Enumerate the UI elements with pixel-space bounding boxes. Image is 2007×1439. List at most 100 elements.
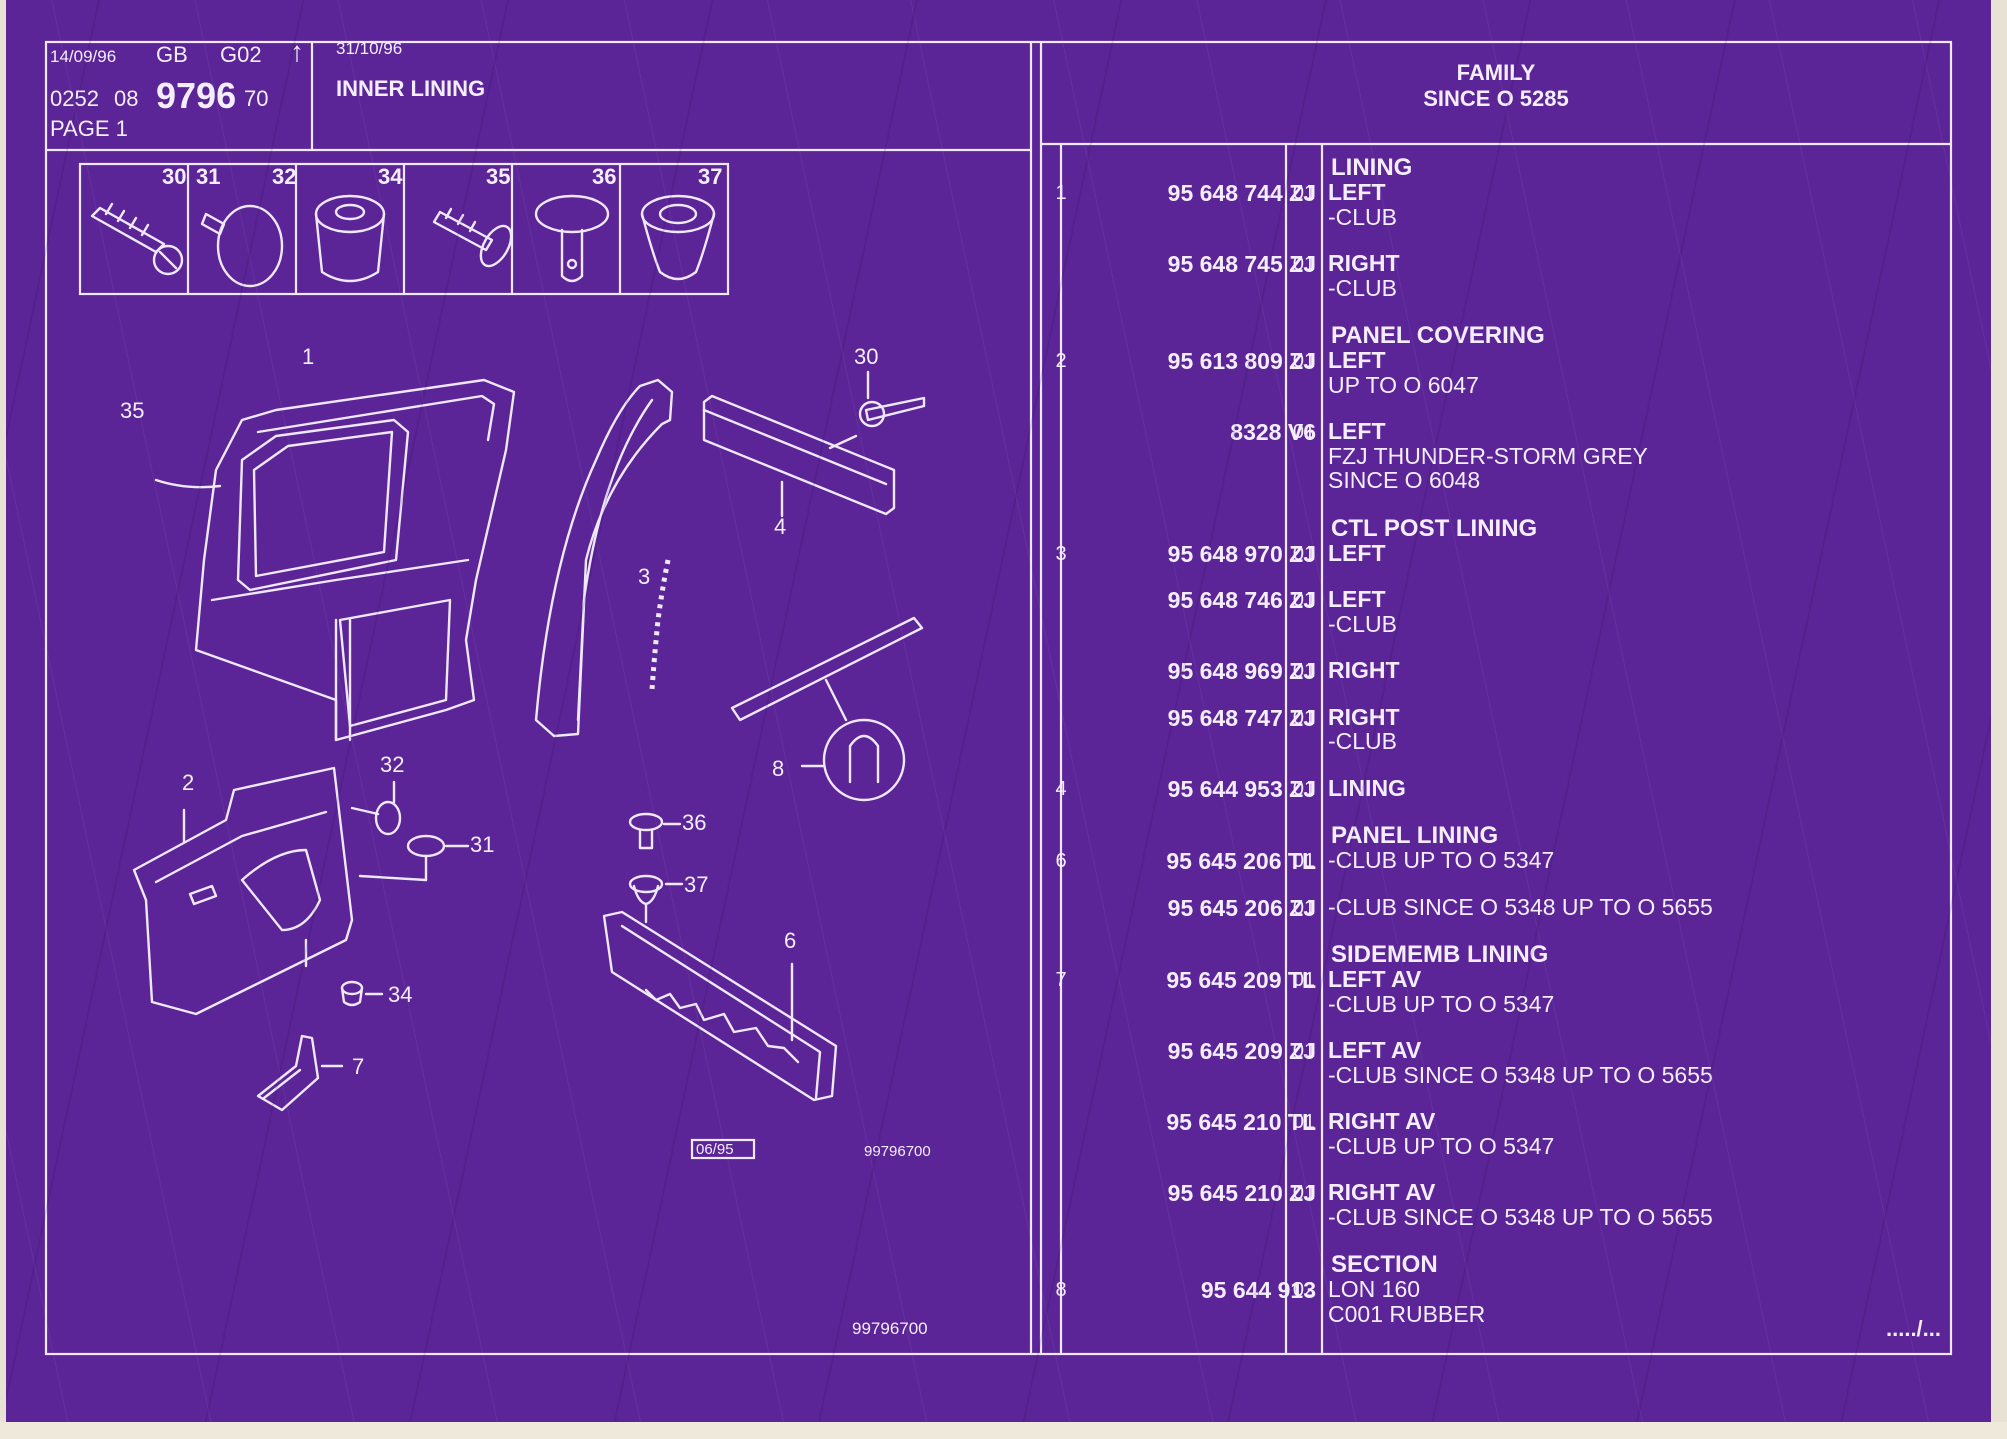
- screw-icon: [90, 202, 184, 276]
- panel-lining-part: [602, 910, 838, 1102]
- part-description-line: -CLUB SINCE O 5348 UP TO O 5655: [1328, 1061, 1713, 1088]
- callout-number: 4: [774, 514, 787, 539]
- part-group-heading: LINING: [1331, 154, 1413, 181]
- callout-number: 32: [380, 752, 405, 777]
- part-number: 95 648 744 ZJ: [1167, 180, 1316, 206]
- part-description-line: LINING: [1328, 774, 1406, 801]
- fastener-number: 32: [272, 164, 297, 189]
- part-number: 95 648 745 ZJ: [1167, 251, 1316, 277]
- screw-icon: [828, 370, 926, 450]
- part-group-heading: PANEL COVERING: [1331, 322, 1545, 349]
- quantity: 01: [1292, 182, 1316, 204]
- quantity: 01: [1292, 1111, 1316, 1133]
- part-description-line: -CLUB: [1328, 274, 1398, 301]
- quantity: 01: [1292, 969, 1316, 991]
- up-arrow-icon: ↑: [290, 36, 304, 67]
- callout-number: 2: [182, 770, 195, 795]
- part-number: 95 645 209 TL: [1166, 967, 1316, 993]
- part-group-heading: CTL POST LINING: [1331, 514, 1538, 542]
- part-description-line: LEFT AV: [1328, 966, 1422, 992]
- part-number: 95 648 746 ZJ: [1167, 587, 1316, 613]
- part-description-line: RIGHT AV: [1328, 1179, 1436, 1205]
- ref-main: 9796: [156, 75, 237, 116]
- part-description-line: RIGHT AV: [1328, 1108, 1436, 1134]
- part-number: 95 644 913: [1200, 1277, 1316, 1303]
- continued-mark: ...../...: [1886, 1316, 1942, 1341]
- part-description-line: FZJ THUNDER-STORM GREY: [1328, 442, 1648, 469]
- quantity: 01: [1292, 850, 1316, 872]
- screw-icon: [432, 207, 513, 268]
- quantity: 02: [1292, 1279, 1316, 1301]
- part-description-line: LEFT: [1328, 418, 1386, 444]
- rivet-icon: [628, 812, 682, 850]
- part-group-heading: SIDEMEMB LINING: [1331, 941, 1549, 968]
- part-description-line: LEFT: [1328, 586, 1386, 612]
- part-number: 95 645 206 ZJ: [1167, 894, 1316, 921]
- fastener-number: 31: [196, 164, 221, 189]
- part-description-line: -CLUB: [1328, 203, 1398, 230]
- callout-number: 30: [854, 344, 879, 369]
- part-number: 95 644 953 ZJ: [1167, 775, 1316, 802]
- part-number: 95 645 210 ZJ: [1167, 1180, 1316, 1206]
- part-description-line: -CLUB: [1328, 728, 1398, 754]
- update-date: 31/10/96: [336, 39, 403, 58]
- fastener-number: 37: [698, 164, 723, 189]
- grommet-icon: [628, 874, 684, 924]
- callout-number: 7: [352, 1054, 365, 1079]
- item-ref: 1: [1055, 182, 1067, 204]
- upper-lining-part: [154, 378, 516, 742]
- family-since: SINCE O 5285: [1423, 86, 1569, 111]
- part-number: 95 648 969 ZJ: [1167, 658, 1316, 684]
- frame-lines: [44, 40, 1953, 1356]
- page-number: PAGE 1: [50, 116, 128, 141]
- part-number: 95 645 209 ZJ: [1167, 1038, 1316, 1064]
- part-group-heading: PANEL LINING: [1331, 822, 1499, 849]
- callout-number: 36: [682, 810, 707, 835]
- push-clip-icon: [350, 780, 470, 882]
- card-edge: [0, 1422, 2007, 1439]
- stamp-box: [690, 1138, 756, 1160]
- item-ref: 2: [1055, 350, 1067, 372]
- part-number: 8328 V6: [1230, 419, 1316, 445]
- quantity: 01: [1292, 542, 1316, 565]
- part-number: 95 648 747 ZJ: [1167, 704, 1316, 731]
- part-description-line: -CLUB SINCE O 5348 UP TO O 5655: [1328, 893, 1713, 920]
- callout-number: 3: [638, 564, 651, 589]
- part-description-line: LEFT AV: [1328, 1037, 1422, 1063]
- callout-number: 34: [388, 982, 413, 1007]
- fastener-number: 35: [486, 164, 511, 189]
- part-description-line: C001 RUBBER: [1328, 1300, 1486, 1327]
- ref-a: 0252: [50, 86, 99, 111]
- family-label: FAMILY: [1456, 60, 1536, 85]
- item-ref: 7: [1055, 969, 1067, 991]
- item-ref: 4: [1055, 777, 1067, 800]
- page-title: INNER LINING: [336, 76, 486, 101]
- part-group-heading: SECTION: [1331, 1251, 1438, 1278]
- ref-b: 08: [114, 86, 139, 111]
- group-code: G02: [220, 42, 262, 67]
- part-description-line: SINCE O 6048: [1328, 467, 1481, 493]
- callout-number: 35: [120, 398, 145, 423]
- callout-number: 6: [784, 928, 797, 953]
- drawing-code: 99796700: [852, 1319, 928, 1338]
- fastener-strip: [78, 162, 730, 296]
- sidemember-lining-part: [256, 1034, 344, 1112]
- part-description-line: -CLUB: [1328, 610, 1398, 637]
- quantity: 01: [1292, 1182, 1316, 1204]
- part-description-line: RIGHT: [1328, 703, 1400, 730]
- part-description-line: RIGHT: [1328, 250, 1400, 276]
- callout-number: 1: [302, 344, 315, 369]
- part-description-line: LEFT: [1328, 347, 1386, 373]
- callout-number: 31: [470, 832, 495, 857]
- rubber-section-part: [730, 616, 924, 802]
- part-number: 95 648 970 ZJ: [1167, 540, 1316, 567]
